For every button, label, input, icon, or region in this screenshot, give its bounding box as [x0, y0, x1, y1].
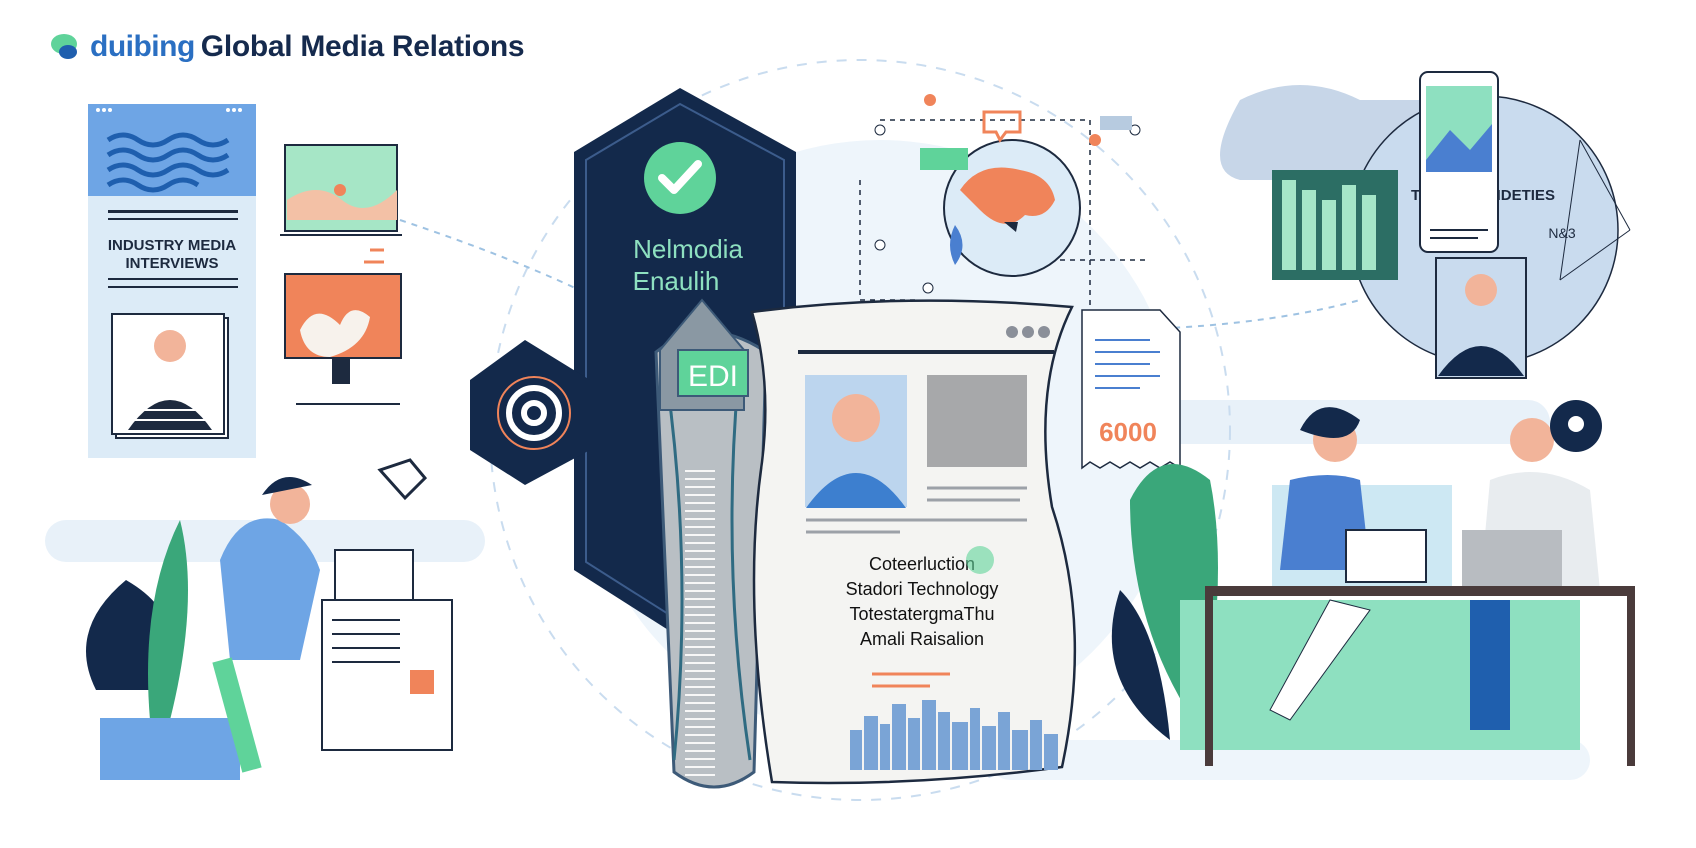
- media-interviews-card: INDUSTRY MEDIA INTERVIEWS: [88, 104, 256, 458]
- globe-network: [859, 94, 1150, 310]
- invoice-document: 6000: [1081, 309, 1181, 470]
- card-title-line1: INDUSTRY MEDIA: [108, 237, 237, 254]
- tube-label: EDI: [688, 360, 738, 393]
- check-icon: [658, 160, 702, 194]
- person-with-laptop: [86, 458, 453, 780]
- invoice-amount: 6000: [1099, 417, 1157, 447]
- connector-line: [399, 219, 601, 301]
- brand-name: duibing: [90, 30, 195, 63]
- monitor-icon: [284, 248, 402, 405]
- header: duibing Global Media Relations: [50, 30, 525, 64]
- tag-badge: [920, 148, 968, 170]
- news-line1: Coteerluction: [869, 554, 975, 574]
- edi-tube: EDI: [654, 298, 768, 789]
- landscape-thumbnail: [280, 144, 402, 236]
- page-title: Global Media Relations: [200, 30, 525, 63]
- shield-line1: Nelmodia: [633, 234, 743, 264]
- chat-bubble-icon: [982, 110, 1022, 143]
- newspaper-page: Coteerluction Stadori Technology Totesta…: [750, 299, 1077, 785]
- panel-sub: N&3: [1548, 225, 1575, 241]
- city-skyline: [850, 700, 1058, 770]
- shield-line2: Enaulih: [633, 266, 720, 296]
- gear-icon: [377, 458, 428, 501]
- wave-icon: [106, 132, 230, 193]
- news-line4: Amali Raisalion: [860, 629, 984, 649]
- news-line3: Totestatergma­Thu: [849, 604, 994, 624]
- logo-icon: [51, 34, 77, 59]
- target-hexagon: [470, 340, 590, 485]
- person-avatar: [154, 330, 186, 362]
- analytics-panel: TODUILF ENDETIES N&3: [1220, 71, 1631, 379]
- card-title-line2: INTERVIEWS: [125, 255, 218, 272]
- meeting-scene: [1111, 400, 1635, 766]
- news-line2: Stadori Technology: [846, 579, 999, 599]
